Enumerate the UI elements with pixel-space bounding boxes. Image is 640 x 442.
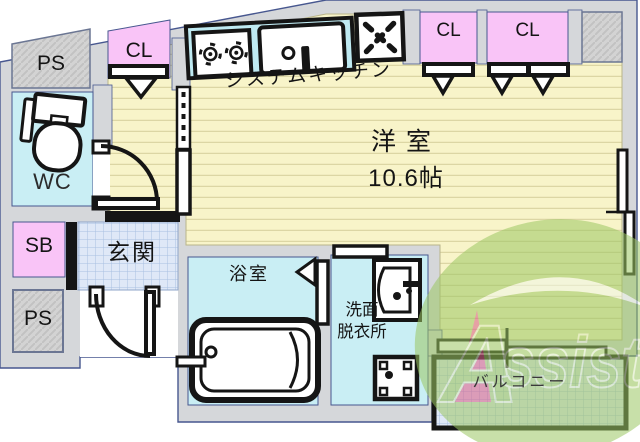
wall-wc-room: [92, 84, 113, 146]
label-closet-right-1: CL: [436, 20, 461, 41]
room-entrance-floor: [77, 221, 179, 291]
room-door-swing-icon: [91, 139, 160, 211]
closet-door-right1-icon: [422, 62, 475, 97]
label-washroom: 洗面脱衣所: [324, 299, 400, 343]
label-washroom-line2: 脱衣所: [337, 323, 387, 341]
wall-patch-cl2-ps: [567, 9, 583, 65]
label-closet-left: CL: [125, 39, 153, 62]
label-balcony: バルコニー: [472, 374, 568, 391]
watermark-a-accent: [455, 310, 491, 402]
label-western-size: 10.6帖: [368, 165, 444, 192]
closet-door-right2-icon: [487, 62, 570, 97]
label-western-room: 洋室: [370, 128, 441, 156]
range-hood-icon: [353, 10, 407, 64]
stove-icon: [191, 27, 254, 80]
washroom-door-icon: [332, 244, 389, 259]
kitchen-counter: [183, 15, 357, 81]
label-wc: WC: [33, 169, 72, 194]
label-sb: SB: [24, 234, 53, 257]
bathtub-icon: [175, 317, 321, 403]
area-hatched-top-right: [581, 11, 623, 63]
sink-icon: [257, 21, 348, 76]
watermark-initial: A: [437, 303, 519, 426]
label-washroom-line1: 洗面: [345, 301, 379, 319]
label-closet-right-2: CL: [515, 20, 540, 41]
wall-patch-cl1-cl2: [476, 9, 488, 65]
label-entrance: 玄関: [107, 239, 157, 265]
washbasin-icon: [372, 258, 422, 322]
washing-machine-icon: [372, 354, 420, 402]
entrance-door-swing-icon: [88, 285, 161, 358]
room-ps-bottom: [12, 289, 64, 353]
room-cl-left: [107, 19, 171, 79]
wall-entrance-top: [105, 211, 180, 222]
closet-door-left-icon: [108, 64, 169, 100]
watermark-rest: ssist: [500, 323, 640, 403]
partition-solid-strip: [175, 148, 192, 216]
room-sb: [12, 221, 66, 278]
toilet-icon: [19, 91, 88, 173]
label-bathroom: 浴室: [229, 264, 269, 284]
wall-entrance-left: [66, 222, 77, 290]
doorway-room: [93, 145, 110, 202]
label-ps-bottom: PS: [23, 307, 52, 330]
partition-dashed-strip: [175, 85, 192, 151]
assist-watermark: A ssist: [414, 219, 640, 442]
room-ps-top: [11, 28, 91, 89]
bathroom-door-icon: [294, 256, 330, 326]
label-ps-top: PS: [36, 52, 65, 75]
room-cl-right-1: [419, 11, 478, 64]
